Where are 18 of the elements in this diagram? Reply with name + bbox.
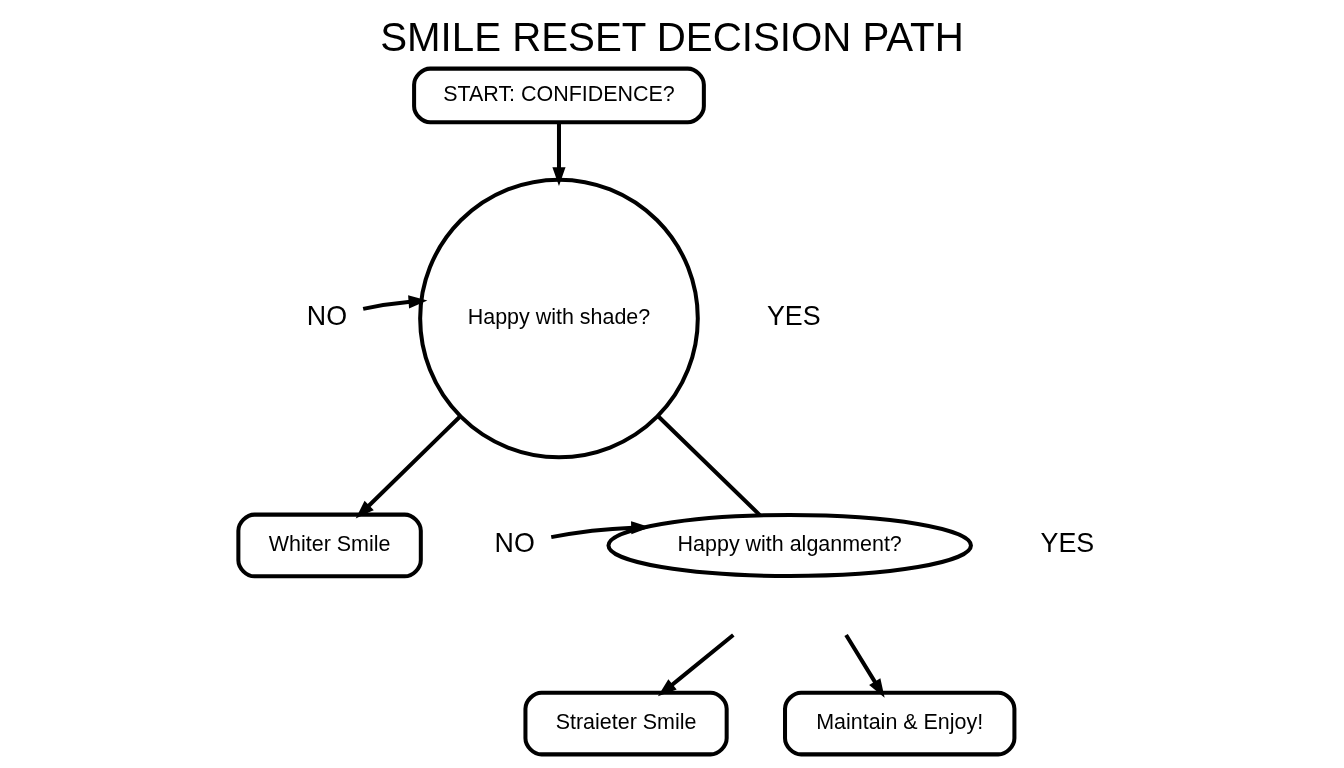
node-box: START: CONFIDENCE? bbox=[412, 66, 706, 125]
node-box: Whiter Smile bbox=[236, 512, 423, 579]
label: YES bbox=[1040, 528, 1095, 559]
arrow bbox=[550, 521, 650, 540]
connector bbox=[656, 414, 762, 517]
arrow bbox=[844, 634, 885, 698]
node-ellipse: Happy with alganment? bbox=[606, 512, 973, 579]
node-box: Maintain & Enjoy! bbox=[783, 690, 1017, 757]
arrow bbox=[362, 295, 428, 311]
diagram-title: SMILE RESET DECISION PATH bbox=[380, 15, 964, 61]
node-text: NO bbox=[494, 528, 535, 559]
node-text: NO bbox=[306, 301, 348, 332]
arrow bbox=[355, 414, 462, 519]
label: YES bbox=[766, 301, 821, 332]
node-circle: Happy with shade? bbox=[418, 177, 700, 460]
arrow bbox=[552, 122, 566, 186]
node-box: Straieter Smile bbox=[523, 690, 729, 757]
arrow bbox=[657, 633, 735, 697]
